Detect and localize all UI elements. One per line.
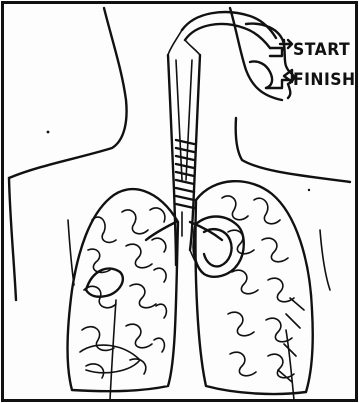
upper-airway	[168, 12, 290, 265]
start-label: START	[293, 40, 350, 60]
frame-border	[3, 3, 357, 401]
left-lung	[68, 189, 179, 391]
speck-mark	[308, 189, 310, 191]
right-lung	[195, 181, 312, 394]
finish-label: FINISH	[293, 70, 356, 90]
speck-mark	[47, 131, 50, 134]
